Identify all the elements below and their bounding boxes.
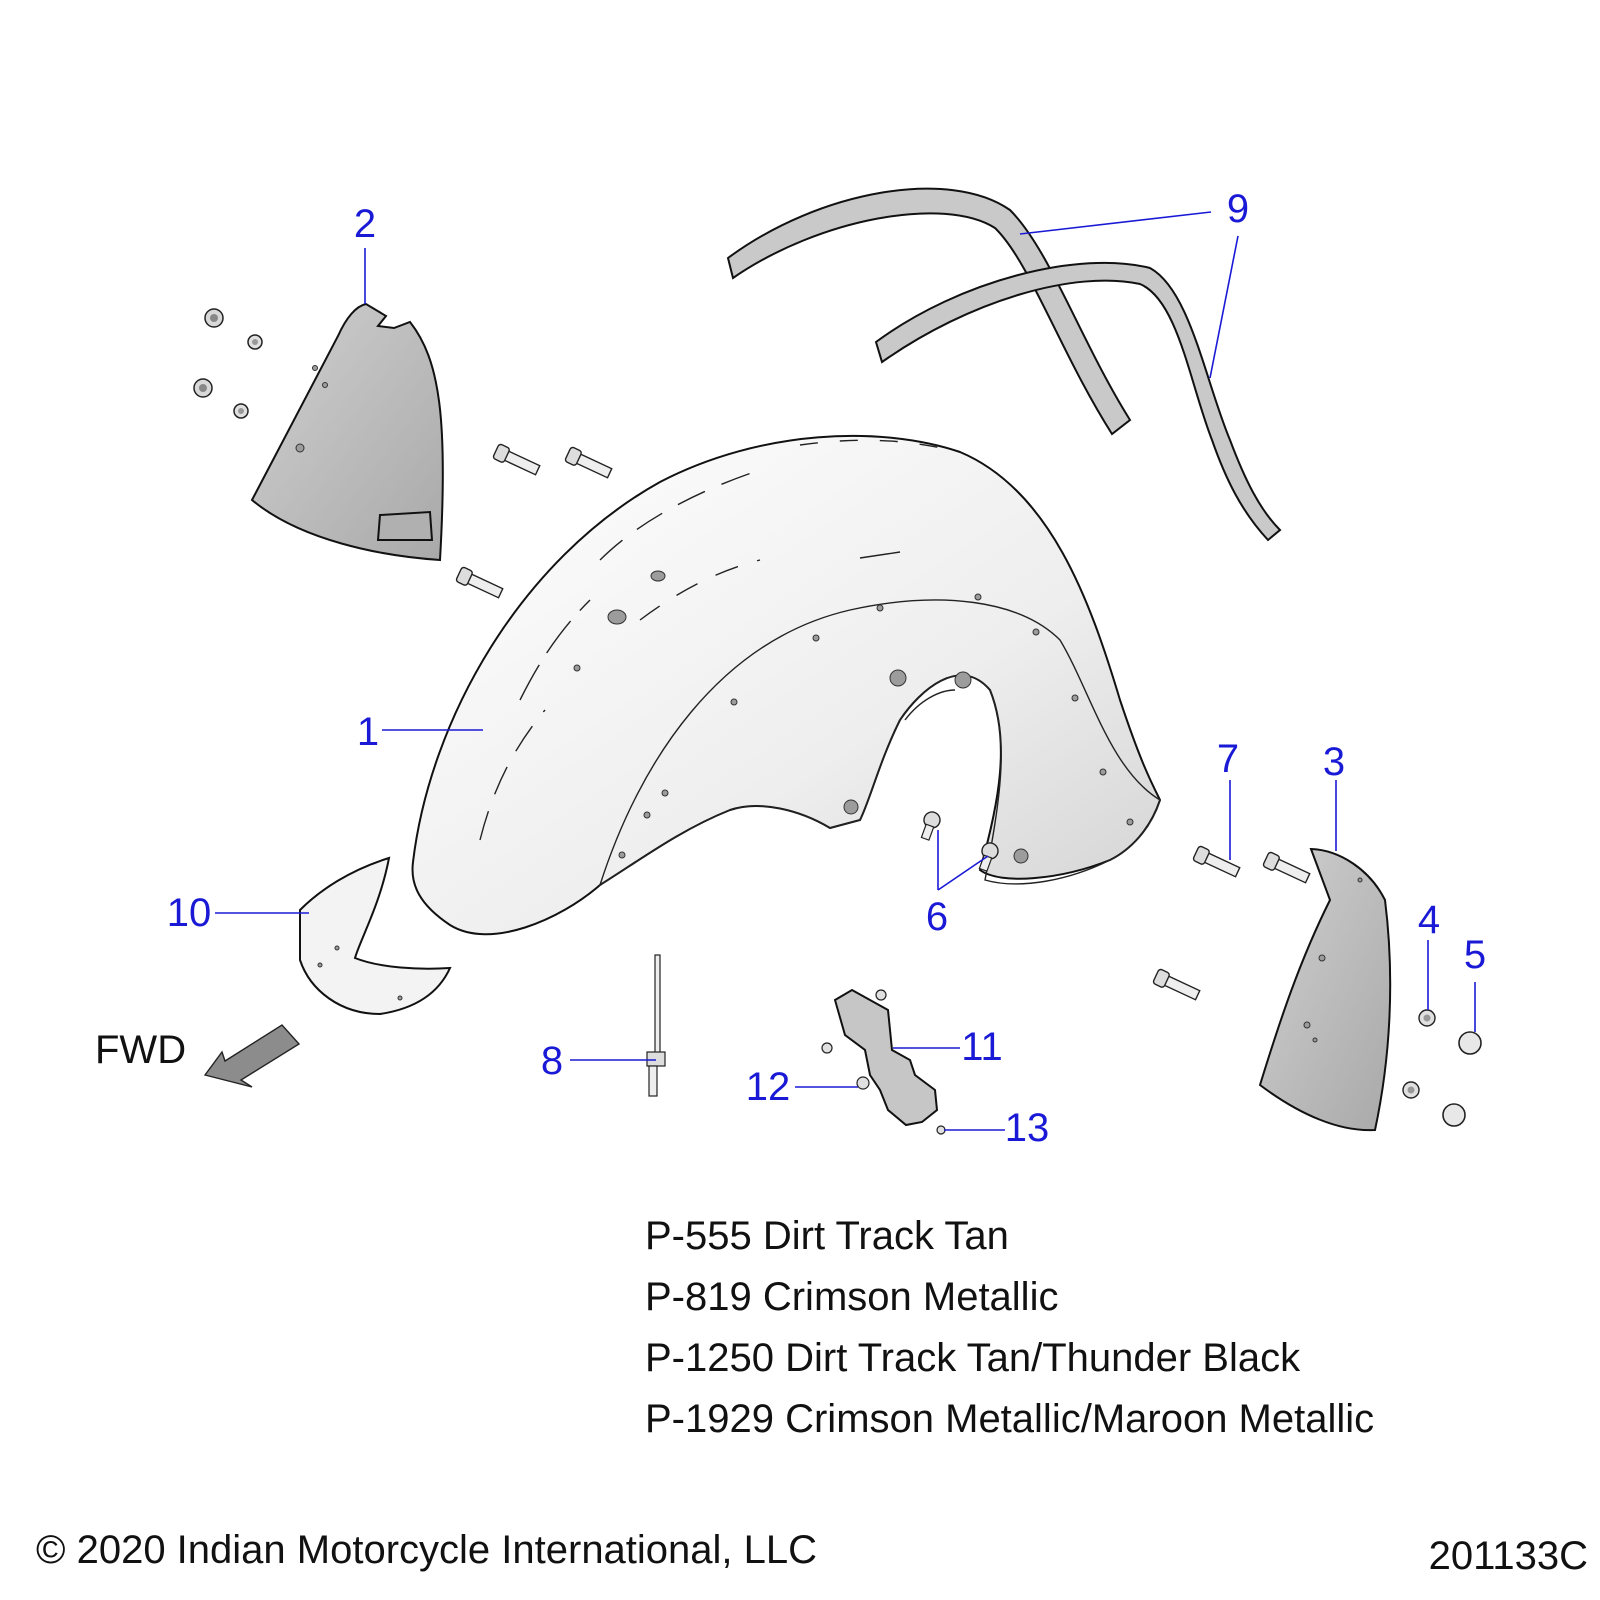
drawing-number: 201133C [1428,1534,1588,1578]
rear-fender [411,434,1162,936]
trim-hole [334,945,340,951]
callout-7: 7 [1217,737,1239,781]
callout-1: 1 [357,710,379,754]
bracket-hardware [821,989,946,1135]
side-panel-left [250,302,444,562]
forward-arrow [203,1024,301,1088]
callout-4: 4 [1418,898,1440,942]
fender-rib [519,599,591,701]
callout-2: 2 [354,202,376,246]
fender-inner-liner [598,599,1161,887]
panel-hole [1303,1021,1311,1029]
trim-hole [397,995,403,1001]
side-panel-right [1258,847,1392,1132]
fender-rib [479,709,546,841]
panel-hole [322,382,328,388]
panel-hole [1318,954,1326,962]
panel-hole [295,443,305,453]
callout-13: 13 [1005,1106,1050,1150]
copyright-notice: © 2020 Indian Motorcycle International, … [36,1528,818,1572]
panel-hole [1357,877,1363,883]
panel-clip [376,510,434,541]
fender-inner-edge [904,689,956,721]
fwd-label: FWD [95,1028,187,1072]
callout-10: 10 [167,891,212,935]
fender-rib [859,551,901,559]
nut-group-left [193,308,263,419]
bolt-group-left [455,443,613,599]
washers-right [1402,1009,1436,1099]
cable-tie [646,954,666,1097]
trim-strip-upper [726,187,1132,436]
callout-12: 12 [746,1065,791,1109]
leader-lines [215,211,1476,1131]
fender-rib [639,559,761,621]
fender-holes [573,570,1134,864]
fender-tip-trim [299,856,452,1016]
paint-code-2: P-819 Crimson Metallic [645,1275,1059,1319]
panel-hole [1312,1037,1318,1043]
callout-6: 6 [926,895,948,939]
mounting-bracket [833,988,939,1127]
callout-11: 11 [961,1025,1003,1069]
acorn-nuts-right [1442,1031,1482,1127]
screws-part-6 [920,811,999,872]
panel-hole [312,365,318,371]
paint-code-4: P-1929 Crimson Metallic/Maroon Metallic [645,1397,1375,1441]
callout-3: 3 [1323,740,1345,784]
paint-code-1: P-555 Dirt Track Tan [645,1214,1009,1258]
trim-strip-lower [874,261,1282,542]
callout-9: 9 [1227,187,1249,231]
fender-rib [599,469,761,561]
trim-hole [317,962,323,968]
bolt-group-right [1152,845,1311,1001]
paint-code-3: P-1250 Dirt Track Tan/Thunder Black [645,1336,1301,1380]
callout-8: 8 [541,1039,563,1083]
callout-5: 5 [1464,933,1486,977]
fender-rib [799,439,951,451]
